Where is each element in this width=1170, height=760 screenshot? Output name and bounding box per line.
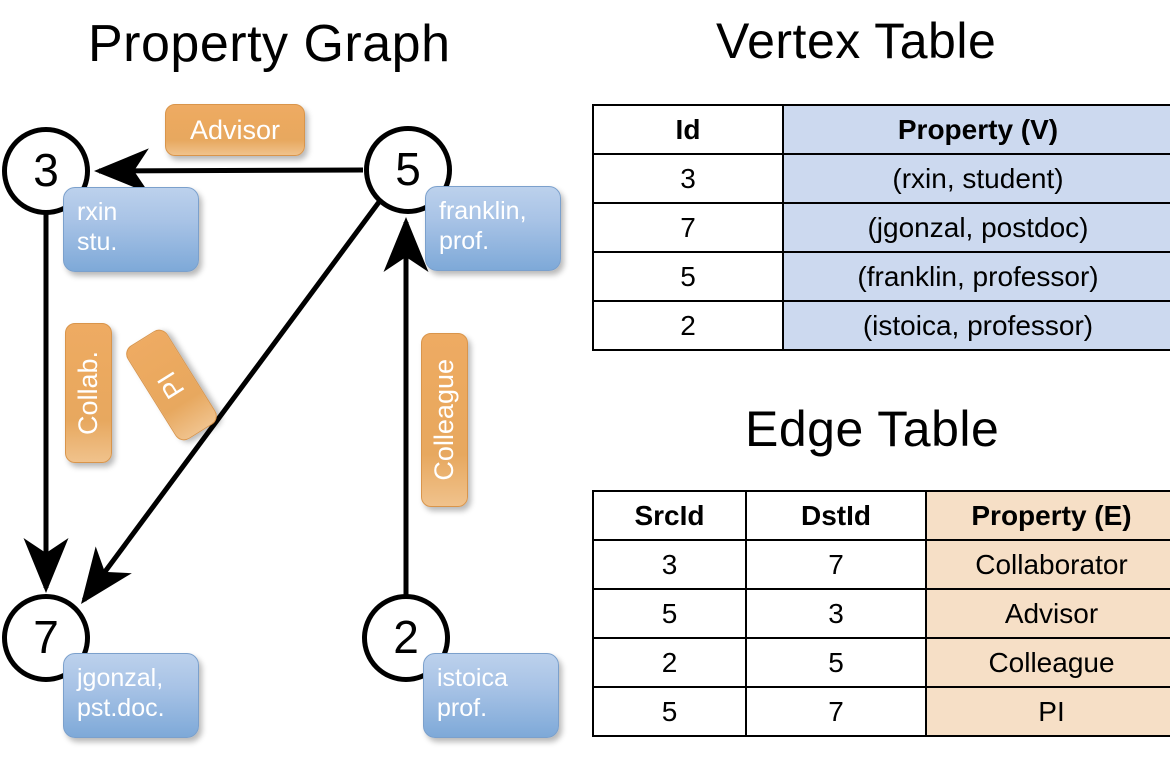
graph-edges-layer [23, 148, 429, 605]
graph-node-5[interactable] [364, 126, 452, 214]
edge-cell-dstid: 7 [745, 686, 927, 737]
table-row: 5 3 Advisor [592, 588, 1170, 639]
graph-node-3-prop-line1: rxin [77, 198, 118, 226]
table-row: 2 (istoica, professor) [592, 300, 1170, 351]
graph-node-2[interactable] [362, 594, 450, 682]
edge-table-header-dstid: DstId [745, 490, 927, 541]
edge-cell-property: Collaborator [925, 539, 1170, 590]
graph-node-2-id: 2 [393, 611, 419, 663]
table-row: 3 7 Collaborator [592, 539, 1170, 590]
edge-label-colleague-text: Colleague [429, 359, 459, 481]
graph-node-7-property: jgonzal, pst.doc. [63, 653, 199, 738]
edge-cell-property: PI [925, 686, 1170, 737]
graph-node-2-prop-line1: istoica [437, 664, 508, 692]
edge-label-collab: Collab. [65, 323, 112, 463]
table-row: 7 (jgonzal, postdoc) [592, 202, 1170, 253]
edge-cell-srcid: 5 [592, 686, 747, 737]
graph-node-5-property: franklin, prof. [425, 186, 561, 271]
vertex-table: Id Property (V) 3 (rxin, student) 7 (jgo… [592, 104, 1170, 351]
edge-arrow-5-to-7 [81, 200, 382, 605]
table-row: 5 7 PI [592, 686, 1170, 737]
edge-label-collab-text: Collab. [73, 350, 103, 436]
edge-table: SrcId DstId Property (E) 3 7 Collaborato… [592, 490, 1170, 737]
edge-cell-property: Advisor [925, 588, 1170, 639]
edge-cell-srcid: 2 [592, 637, 747, 688]
edge-arrow-5-to-3 [94, 148, 364, 194]
edge-label-colleague: Colleague [421, 333, 468, 507]
graph-node-3-id: 3 [33, 144, 59, 196]
vertex-cell-id: 7 [592, 202, 784, 253]
edge-table-header-row: SrcId DstId Property (E) [592, 490, 1170, 541]
graph-node-2-property: istoica prof. [423, 653, 559, 738]
vertex-table-header-id: Id [592, 104, 784, 155]
edge-table-header-property: Property (E) [925, 490, 1170, 541]
vertex-cell-property: (istoica, professor) [782, 300, 1170, 351]
vertex-cell-id: 3 [592, 153, 784, 204]
graph-node-3-prop-line2: stu. [77, 227, 118, 256]
graph-node-7-prop-line2: pst.doc. [77, 693, 165, 722]
page-title-vertex-table: Vertex Table [716, 13, 997, 69]
graph-node-7-prop-line1: jgonzal, [77, 664, 164, 692]
vertex-cell-id: 2 [592, 300, 784, 351]
edge-cell-dstid: 7 [745, 539, 927, 590]
vertex-table-header-row: Id Property (V) [592, 104, 1170, 155]
edge-label-pi-text: PI [151, 366, 191, 405]
vertex-table-header-property: Property (V) [782, 104, 1170, 155]
page-title-edge-table: Edge Table [745, 401, 1000, 457]
edge-cell-srcid: 3 [592, 539, 747, 590]
page-title-property-graph: Property Graph [88, 15, 451, 73]
table-row: 2 5 Colleague [592, 637, 1170, 688]
edge-label-advisor-text: Advisor [189, 114, 281, 145]
vertex-cell-id: 5 [592, 251, 784, 302]
graph-node-3-property: rxin stu. [63, 187, 199, 272]
edge-cell-srcid: 5 [592, 588, 747, 639]
edge-cell-dstid: 5 [745, 637, 927, 688]
edge-cell-property: Colleague [925, 637, 1170, 688]
graph-node-5-prop-line2: prof. [439, 226, 490, 255]
graph-node-5-prop-line1: franklin, [439, 197, 527, 225]
graph-node-5-id: 5 [395, 143, 421, 195]
vertex-cell-property: (franklin, professor) [782, 251, 1170, 302]
edge-table-header-srcid: SrcId [592, 490, 747, 541]
graph-node-2-prop-line2: prof. [437, 693, 488, 722]
table-row: 3 (rxin, student) [592, 153, 1170, 204]
edge-cell-dstid: 3 [745, 588, 927, 639]
graph-node-7-id: 7 [33, 611, 59, 663]
vertex-cell-property: (rxin, student) [782, 153, 1170, 204]
table-row: 5 (franklin, professor) [592, 251, 1170, 302]
vertex-cell-property: (jgonzal, postdoc) [782, 202, 1170, 253]
edge-label-advisor: Advisor [165, 104, 305, 156]
